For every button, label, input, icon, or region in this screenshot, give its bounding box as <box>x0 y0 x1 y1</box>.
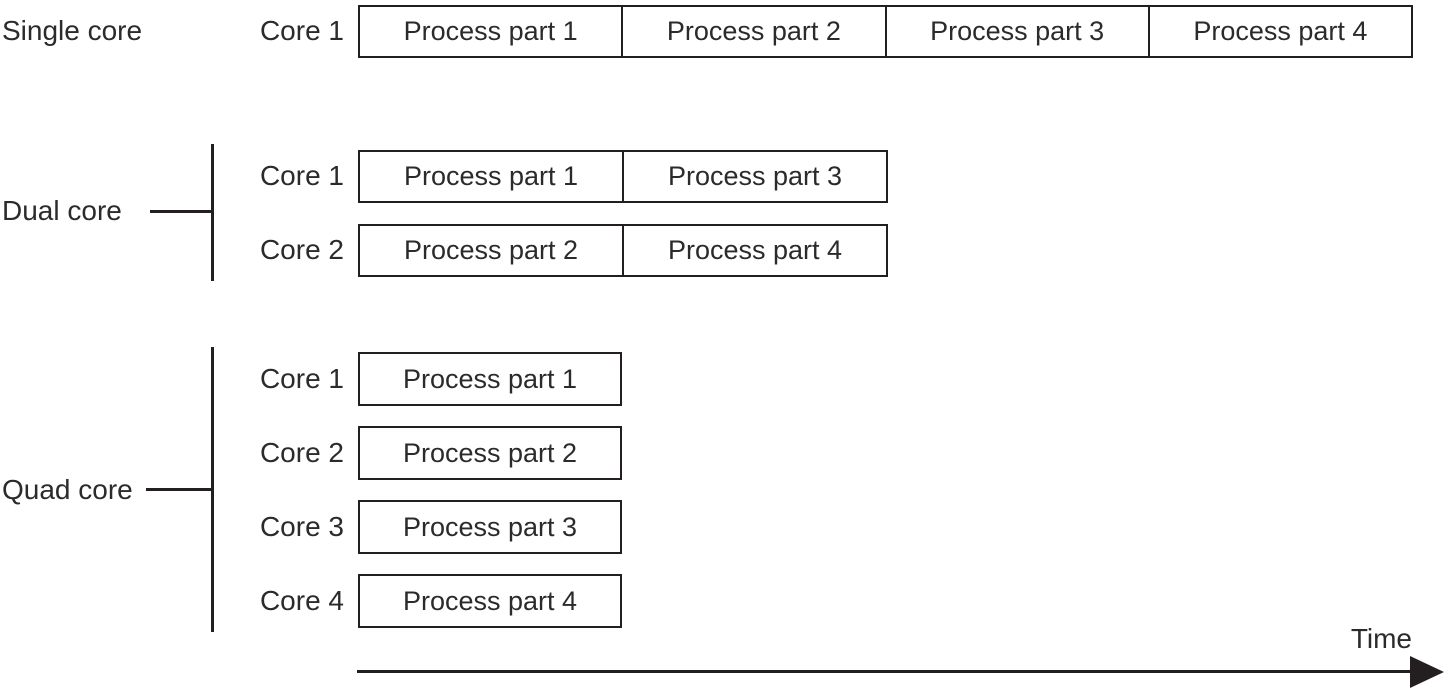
core-label: Core 2 <box>259 234 344 265</box>
group-label-single-core: Single core <box>2 15 143 46</box>
quad-core-row-1: Process part 1 <box>358 352 622 406</box>
core-label: Core 1 <box>259 160 344 191</box>
process-part-box: Process part 3 <box>886 5 1150 58</box>
core-label: Core 2 <box>259 437 344 468</box>
quad-core-row-2: Process part 2 <box>358 426 622 480</box>
quad-core-row-4: Process part 4 <box>358 574 622 628</box>
time-axis-arrowhead-icon <box>1410 656 1444 688</box>
process-part-box: Process part 2 <box>358 224 624 277</box>
process-part-box: Process part 2 <box>623 5 887 58</box>
dual-core-bracket-horizontal-line <box>150 210 211 213</box>
process-part-box: Process part 3 <box>358 500 622 554</box>
core-label: Core 1 <box>259 15 344 46</box>
quad-core-row-3: Process part 3 <box>358 500 622 554</box>
process-part-box: Process part 4 <box>1149 5 1413 58</box>
core-label: Core 1 <box>259 363 344 394</box>
process-part-box: Process part 1 <box>358 150 624 203</box>
time-axis-line <box>357 670 1412 673</box>
quad-core-bracket-vertical-line <box>211 347 214 632</box>
time-axis-label: Time <box>1350 623 1412 654</box>
single-core-row: Process part 1 Process part 2 Process pa… <box>358 5 1413 58</box>
process-part-box: Process part 2 <box>358 426 622 480</box>
core-label: Core 4 <box>259 585 344 616</box>
core-label: Core 3 <box>259 511 344 542</box>
process-part-box: Process part 4 <box>624 224 888 277</box>
dual-core-row-2: Process part 2 Process part 4 <box>358 224 888 277</box>
group-label-dual-core: Dual core <box>2 195 122 226</box>
quad-core-bracket-horizontal-line <box>146 488 211 491</box>
process-part-box: Process part 4 <box>358 574 622 628</box>
process-part-box: Process part 1 <box>358 5 624 58</box>
group-label-quad-core: Quad core <box>2 474 133 505</box>
process-part-box: Process part 3 <box>624 150 888 203</box>
dual-core-bracket-vertical-line <box>211 144 214 281</box>
dual-core-row-1: Process part 1 Process part 3 <box>358 150 888 203</box>
process-part-box: Process part 1 <box>358 352 622 406</box>
